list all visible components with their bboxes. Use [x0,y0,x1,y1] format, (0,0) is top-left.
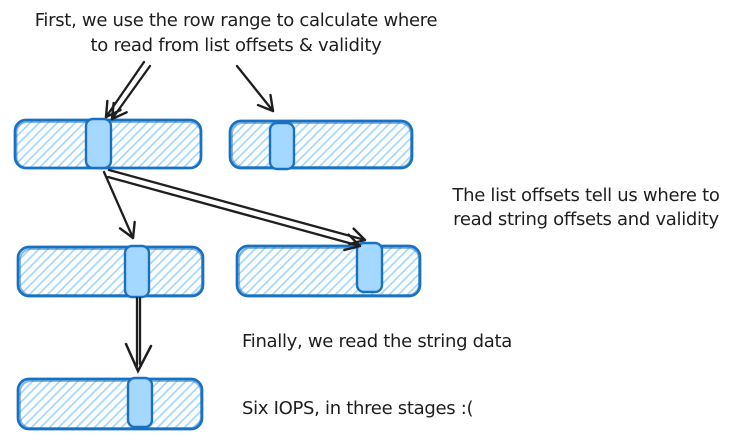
arrow-label-to-stage1-a [104,60,152,121]
stage3-buffer [16,376,204,431]
arrow-stage2-to-stage3 [124,296,153,374]
stage2-buffer-a-highlight [123,244,151,299]
stage2-annotation: The list offsets tell us where to read s… [452,185,720,230]
stage2-buffer-a [16,244,205,299]
stage1-annotation: First, we use the row range to calculate… [34,10,438,56]
stage1-buffer-b-highlight [268,121,296,171]
stage1-buffer-b [228,119,414,171]
summary-annotation: Six IOPS, in three stages :( [242,398,474,419]
stage3-buffer-highlight [126,376,154,429]
stage3-annotation: Finally, we read the string data [242,331,512,352]
arrow-stage1-to-stage2-a [102,170,136,240]
arrow-stage1-to-stage2-b [106,168,367,252]
stage1-buffer-a [13,117,203,170]
arrow-label-to-stage1-b [235,64,275,113]
stage1-buffer-a-highlight [84,117,113,170]
stage2-buffer-b-highlight [355,241,384,294]
stage2-buffer-b [235,241,422,298]
